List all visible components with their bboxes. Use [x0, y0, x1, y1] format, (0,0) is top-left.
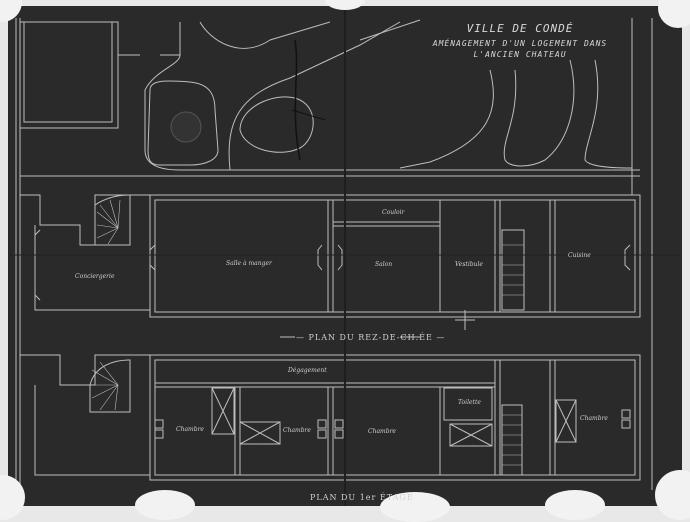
corner-tape	[325, 0, 365, 10]
room-label: Couloir	[382, 209, 405, 216]
ground-floor-plan-title: — PLAN DU REZ-DE-CH.ÉE —	[296, 333, 446, 342]
title-line-2: AMÉNAGEMENT D'UN LOGEMENT DANS	[432, 39, 608, 48]
corner-tape	[545, 490, 605, 520]
room-label: Toilette	[458, 399, 481, 406]
room-label: Cuisine	[568, 252, 591, 259]
title-line-1: VILLE DE CONDÉ	[466, 22, 574, 35]
room-label: Chambre	[283, 427, 311, 434]
corner-tape	[135, 490, 195, 520]
title-block: VILLE DE CONDÉ AMÉNAGEMENT D'UN LOGEMENT…	[400, 22, 640, 59]
room-label: Vestibule	[455, 261, 483, 268]
first-floor-plan-title: PLAN DU 1er ÉTAGE	[310, 493, 414, 502]
room-label: Chambre	[176, 426, 204, 433]
room-label: Salle à manger	[226, 260, 272, 267]
title-line-3: L'ANCIEN CHATEAU	[473, 50, 567, 59]
room-label: Chambre	[580, 415, 608, 422]
room-label: Salon	[375, 261, 393, 268]
room-label: Dégagement	[288, 367, 327, 374]
room-label: Conciergerie	[75, 273, 115, 280]
room-label: Chambre	[368, 428, 396, 435]
corner-tape	[655, 470, 690, 520]
